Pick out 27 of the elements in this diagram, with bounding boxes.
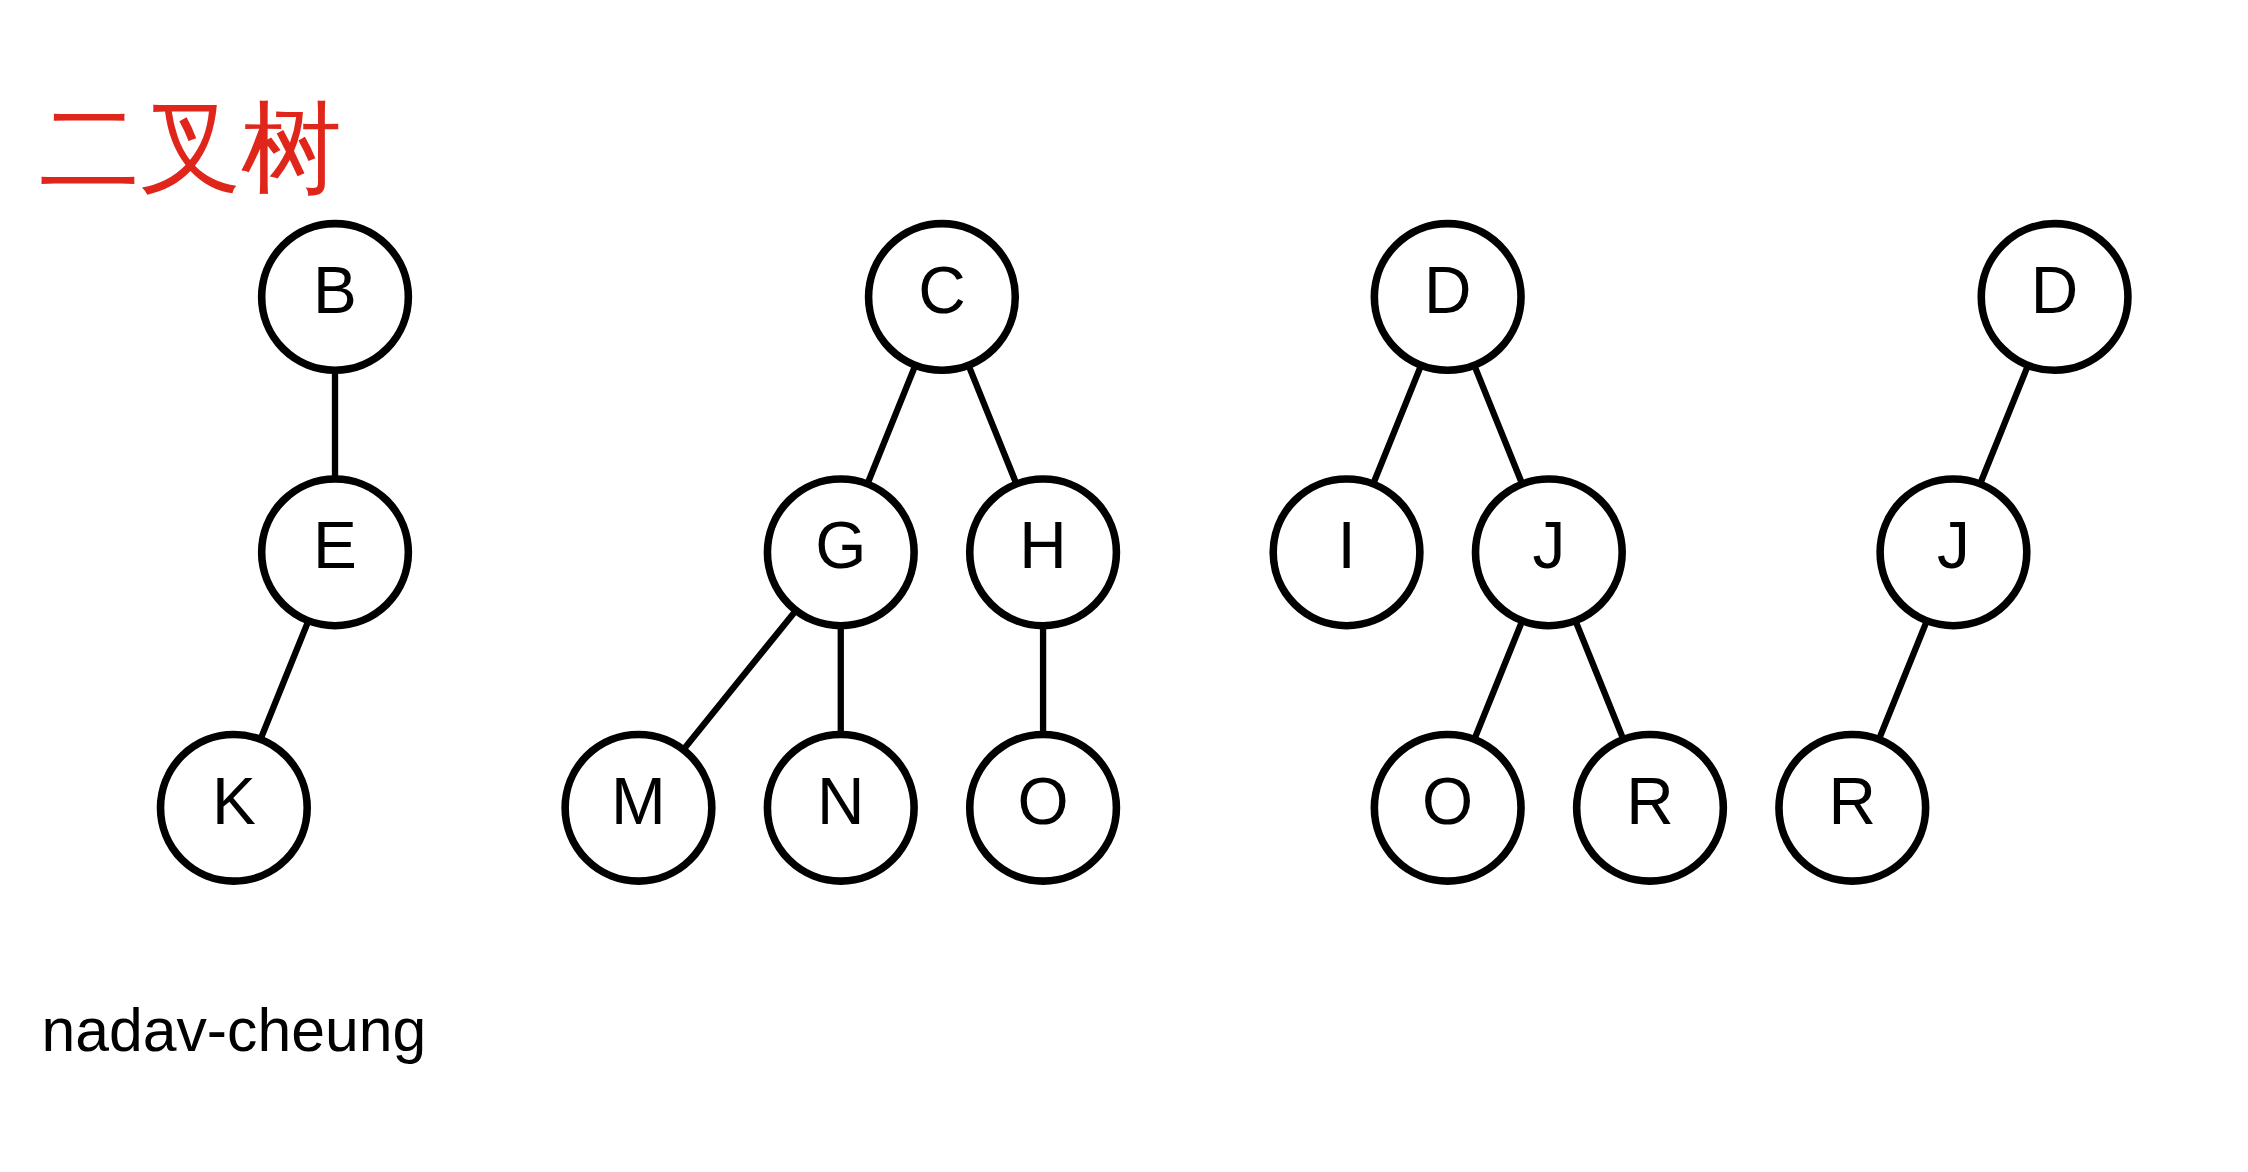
node-circle: K <box>156 730 311 885</box>
node-circle: J <box>1471 474 1626 629</box>
connector <box>864 364 919 485</box>
connector <box>1977 364 2031 485</box>
diagram-title: 二叉树 <box>39 90 343 204</box>
connector <box>1471 364 1526 485</box>
node-circle: O <box>965 730 1121 885</box>
node-circle: N <box>763 730 918 885</box>
node-circle: R <box>1775 730 1930 885</box>
node-circle: D <box>1370 219 1525 374</box>
node-circle: M <box>561 730 716 885</box>
node-circle: H <box>965 474 1121 629</box>
node-circle: E <box>257 474 413 629</box>
connector <box>1876 619 1930 741</box>
connector <box>1572 619 1627 741</box>
connector <box>331 370 339 479</box>
node-circle: B <box>257 219 413 374</box>
connector <box>965 364 1020 485</box>
node-circle: J <box>1876 474 2031 629</box>
node-circle: D <box>1977 219 2132 374</box>
node-circle: G <box>763 474 918 629</box>
connector <box>1370 364 1424 485</box>
node-circle: I <box>1269 474 1424 629</box>
label: nadav-cheung <box>41 995 427 1064</box>
node-circle: R <box>1572 730 1728 885</box>
node-circle: O <box>1370 730 1525 885</box>
node-circle: C <box>864 219 1020 374</box>
